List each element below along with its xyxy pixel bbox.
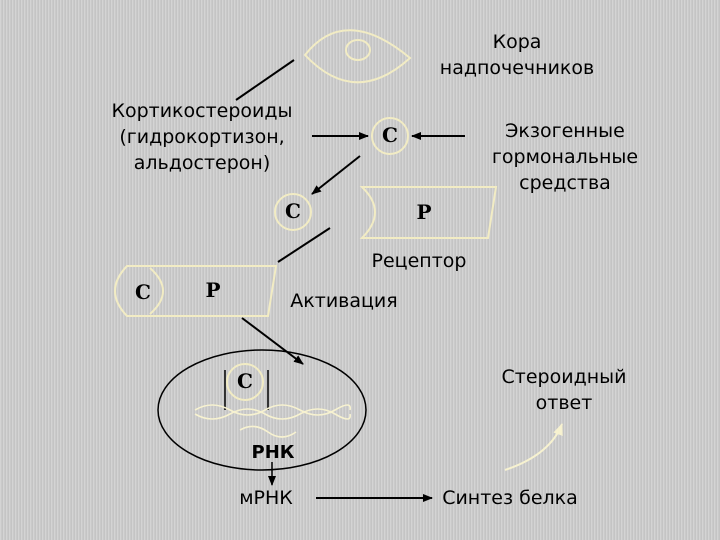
steroid-response-label: Стероидный ответ (502, 364, 627, 416)
exogenous-line-3: средства (519, 172, 611, 194)
nucleus-c-symbol: С (237, 369, 253, 393)
hormone-c-circle (371, 117, 409, 155)
adrenal-nucleus (345, 39, 371, 61)
dna-strand-2 (194, 408, 351, 420)
complex-shape (114, 265, 278, 317)
mrna-label: мРНК (239, 487, 293, 509)
arrow-adrenal-to-corticosteroids (235, 59, 295, 101)
receptor-shape (359, 186, 498, 239)
complex-r-symbol: Р (205, 278, 221, 302)
steroid-response-line-2: ответ (535, 392, 593, 414)
arrow-receptor-to-complex (277, 227, 331, 263)
nucleus-c-circle (226, 363, 264, 401)
rna-label: РНК (251, 442, 295, 463)
complex-c-symbol: С (135, 280, 151, 304)
arrow-protein-to-response (504, 423, 563, 471)
adrenal-cortex-line-2: надпочечников (439, 57, 595, 79)
steroid-response-line-1: Стероидный (501, 366, 627, 388)
adrenal-cortex-label: Кора надпочечников (440, 29, 594, 81)
adrenal-gland-shape (303, 29, 412, 84)
arrow-complex-to-nucleus (241, 317, 304, 365)
receptor-r-symbol: Р (416, 200, 432, 224)
exogenous-line-1: Экзогенные (505, 120, 625, 142)
free-c-symbol: С (285, 199, 301, 223)
free-c-circle (274, 193, 312, 231)
dna-strand-1 (194, 404, 351, 416)
corticosteroids-line-1: Кортикостероиды (111, 100, 293, 122)
arrow-c-to-free-c (311, 155, 361, 195)
adrenal-cortex-line-1: Кора (492, 31, 542, 53)
exogenous-label: Экзогенные гормональные средства (492, 118, 638, 196)
nucleus-shape (157, 349, 367, 471)
exogenous-line-2: гормональные (491, 146, 639, 168)
hormone-c-symbol: С (382, 123, 398, 147)
corticosteroids-line-2: (гидрокортизон, (119, 126, 285, 148)
receptor-label: Рецептор (371, 250, 467, 272)
complex-c-arc (149, 267, 164, 315)
activation-label: Активация (290, 290, 398, 312)
protein-synthesis-label: Синтез белка (442, 487, 578, 509)
rna-strand (239, 425, 297, 438)
corticosteroids-line-3: альдостерон) (133, 152, 271, 174)
corticosteroids-label: Кортикостероиды (гидрокортизон, альдосте… (111, 98, 292, 176)
